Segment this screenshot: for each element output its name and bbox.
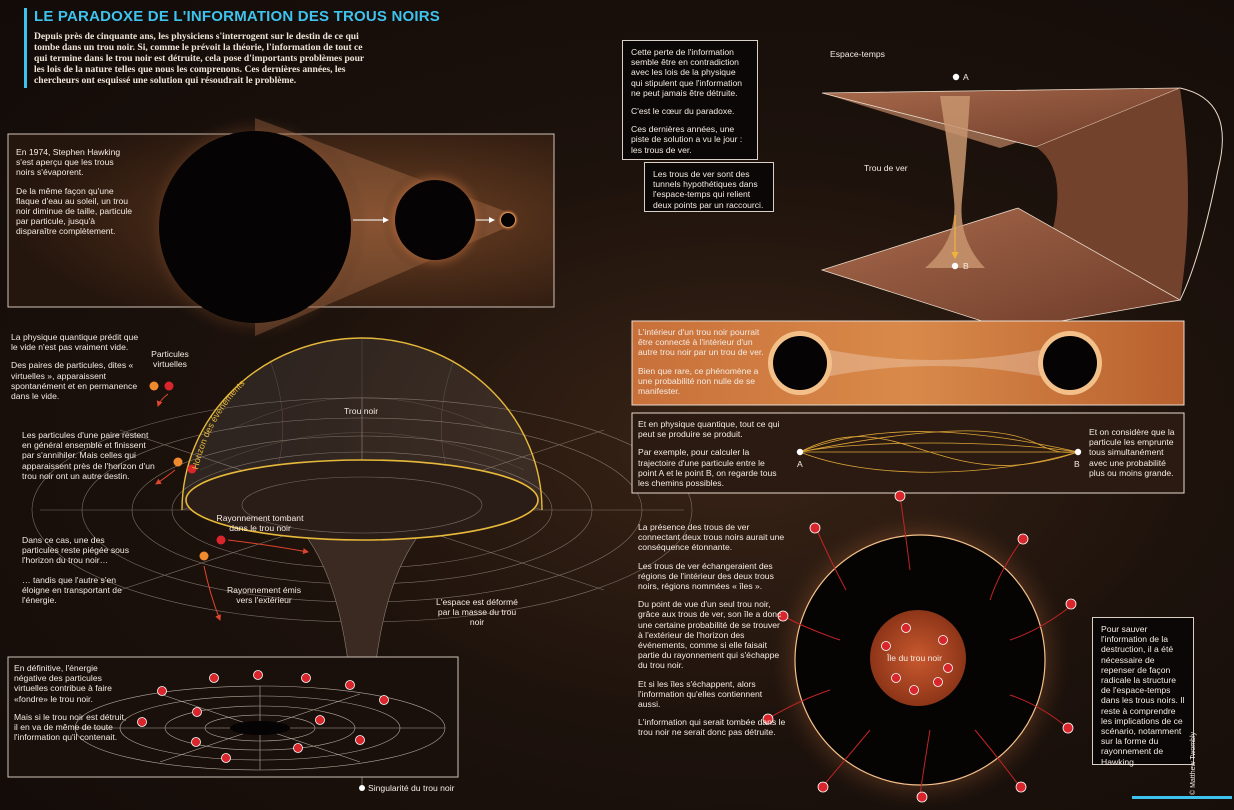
event-horizon-diagram xyxy=(31,337,693,791)
quantum-p2: Des paires de particules, dites « virtue… xyxy=(11,360,138,402)
quantum-p1: La physique quantique prédit que le vide… xyxy=(11,332,139,353)
melting-diagram xyxy=(7,656,459,778)
quantum-text-top: La physique quantique prédit que le vide… xyxy=(11,332,146,409)
paradox-box: Cette perte de l'information semble être… xyxy=(622,40,758,160)
falling-radiation-label: Rayonnement tombant dans le trou noir xyxy=(216,513,304,533)
hawking-p2: De la même façon qu'une flaque d'eau au … xyxy=(16,185,133,237)
path-point-a-label: A xyxy=(797,459,803,469)
wormhole-label: Trou de ver xyxy=(864,163,908,173)
deformed-space-label: L'espace est déformé par la masse du tro… xyxy=(436,597,518,627)
spacetime-label: Espace-temps xyxy=(830,49,885,59)
wormhole-diagram xyxy=(820,73,1223,331)
paradox-p3: Ces dernières années, une piste de solut… xyxy=(631,124,743,155)
singularity-label: Singularité du trou noir xyxy=(368,783,455,793)
path-integral-diagram xyxy=(631,412,1185,494)
black-hole-label: Trou noir xyxy=(344,406,379,416)
island-label: Île du trou noir xyxy=(887,653,942,663)
islands-text: La présence des trous de ver connectant … xyxy=(638,522,786,746)
credit-label: © Matthew Twombly xyxy=(1190,732,1197,795)
islands-p4: Et si les îles s'échappent, alors l'info… xyxy=(638,678,763,710)
energy-p2: Mais si le trou noir est détruit, il en … xyxy=(14,711,127,743)
islands-p2: Les trous de ver échangeraient des régio… xyxy=(638,560,774,592)
island-diagram xyxy=(762,490,1077,810)
energy-text: En définitive, l'énergie négative des pa… xyxy=(14,663,129,750)
intro-text: Depuis près de cinquante ans, les physic… xyxy=(34,31,365,86)
quantum-p4: Dans ce cas, une des particules reste pi… xyxy=(22,535,130,566)
paradox-p1: Cette perte de l'information semble être… xyxy=(631,47,743,98)
islands-p3: Du point de vue d'un seul trou noir, grâ… xyxy=(638,599,782,671)
paths-p2: Par exemple, pour calculer la trajectoir… xyxy=(638,447,777,489)
paths-text: Et en physique quantique, tout ce qui pe… xyxy=(638,419,783,496)
title-accent-bar xyxy=(24,8,27,88)
interior-connection-diagram xyxy=(631,320,1185,406)
paradox-p2: C'est le cœur du paradoxe. xyxy=(631,106,735,117)
evaporation-diagram xyxy=(7,115,555,339)
paths-p1: Et en physique quantique, tout ce qui pe… xyxy=(638,419,780,440)
virtual-particles-label: Particules virtuelles xyxy=(151,349,189,369)
interior-p1: L'intérieur d'un trou noir pourrait être… xyxy=(638,327,764,358)
hawking-p1: En 1974, Stephen Hawking s'est aperçu qu… xyxy=(16,147,121,178)
hawking-text: En 1974, Stephen Hawking s'est aperçu qu… xyxy=(16,147,134,245)
islands-p5: L'information qui serait tombée dans le … xyxy=(638,717,786,738)
emitted-radiation-label: Rayonnement émis vers l'extérieur xyxy=(226,585,302,605)
islands-p1: La présence des trous de ver connectant … xyxy=(638,522,785,553)
quantum-p5: … tandis que l'autre s'en éloigne en tra… xyxy=(22,575,122,606)
point-b-label: B xyxy=(963,261,969,271)
path-point-b-label: B xyxy=(1074,459,1080,469)
page-title: LE PARADOXE DE L'INFORMATION DES TROUS N… xyxy=(34,8,440,25)
point-a-label: A xyxy=(963,72,969,82)
paths-right-text: Et on considère que la particule les emp… xyxy=(1089,427,1175,478)
energy-p1: En définitive, l'énergie négative des pa… xyxy=(14,663,112,704)
interior-text: L'intérieur d'un trou noir pourrait être… xyxy=(638,327,773,404)
conclusion-box: Pour sauver l'information de la destruct… xyxy=(1092,617,1194,767)
wormholes-box: Les trous de ver sont des tunnels hypoth… xyxy=(644,162,774,212)
quantum-p3: Les particules d'une paire restent en gé… xyxy=(22,430,155,481)
interior-p2: Bien que rare, ce phénomène a une probab… xyxy=(638,365,759,397)
